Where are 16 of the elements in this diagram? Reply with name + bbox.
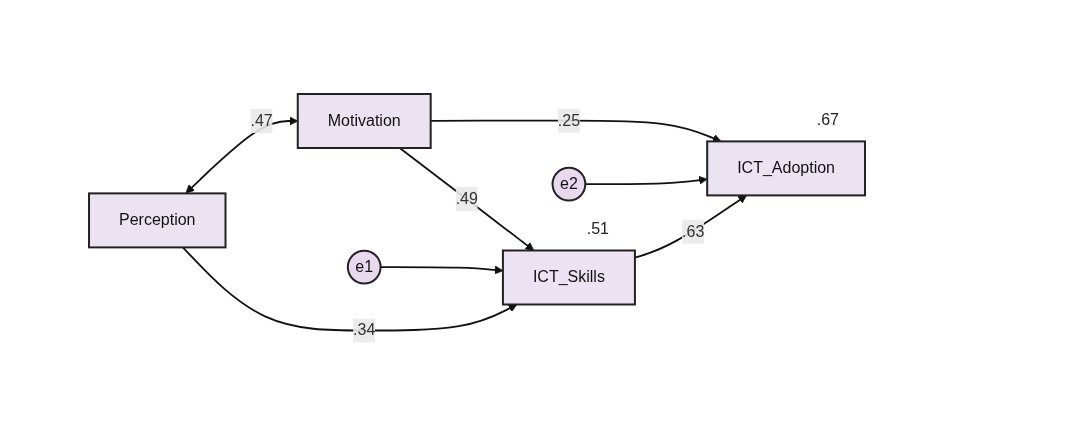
edge-label: .63 (682, 222, 705, 240)
edge-label: .25 (558, 111, 581, 129)
arrow (380, 265, 504, 275)
edge-label: .47 (250, 111, 274, 129)
node-box: ICT_Skills (502, 249, 637, 306)
node-box: ICT_Adoption (706, 140, 867, 197)
edge-label: .49 (456, 189, 479, 207)
node-label: .51 (587, 220, 610, 238)
node-box: Motivation (297, 92, 433, 149)
node-circle: e1 (347, 249, 382, 285)
node-box: Perception (88, 192, 227, 249)
node-label: .67 (817, 111, 840, 129)
arrow (399, 146, 535, 251)
node-circle: e2 (551, 166, 587, 202)
arrow (185, 116, 299, 194)
edge-label: .34 (353, 321, 376, 339)
